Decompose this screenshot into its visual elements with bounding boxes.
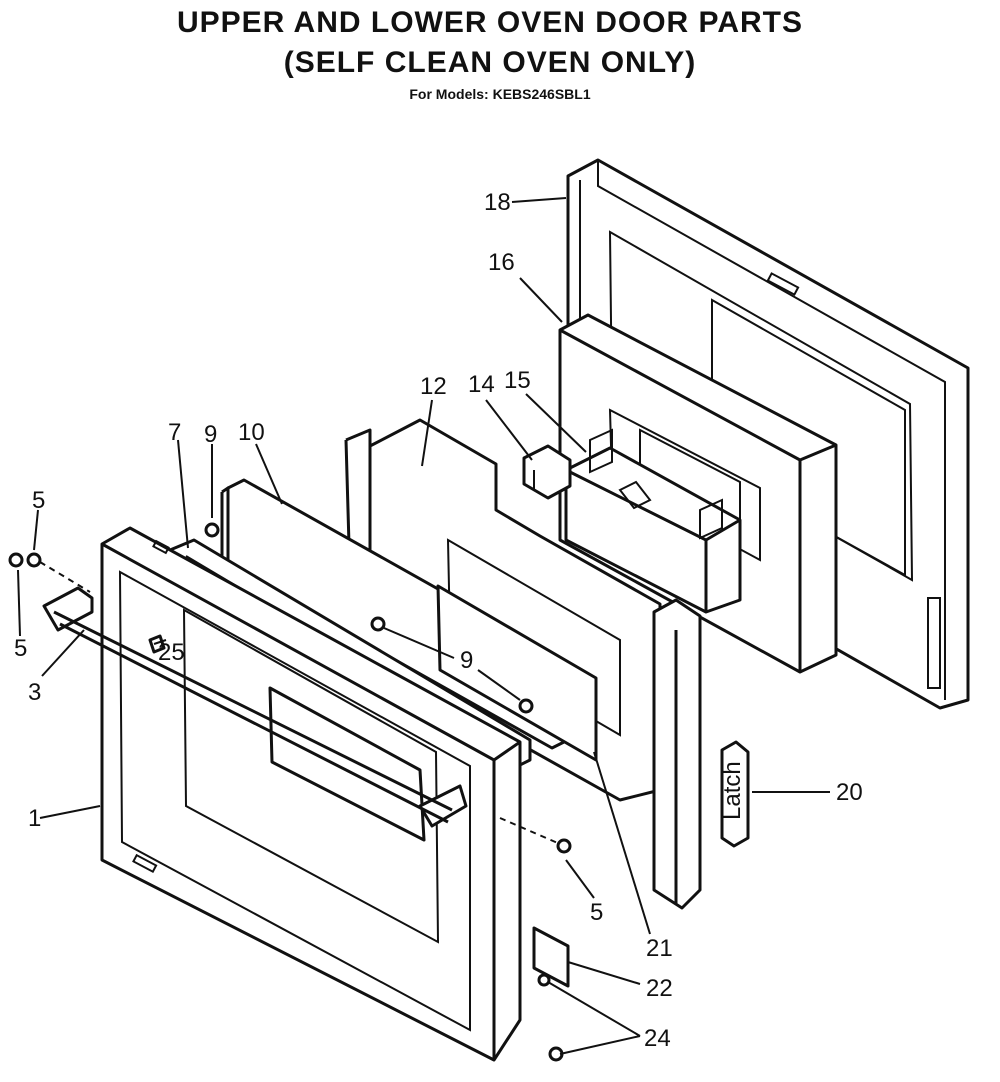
callout-5-top-left: 5 xyxy=(32,487,45,514)
part-15-vent-block xyxy=(564,428,742,614)
part-20-marking: Latch xyxy=(719,761,746,820)
callout-9-top: 9 xyxy=(204,421,217,448)
model-number: For Models: KEBS246SBL1 xyxy=(409,86,591,102)
part-21-side-trim xyxy=(652,598,702,910)
callout-16: 16 xyxy=(488,249,515,276)
diagram-title: UPPER AND LOWER OVEN DOOR PARTS xyxy=(176,6,804,39)
callout-14: 14 xyxy=(468,371,495,398)
callout-3: 3 xyxy=(28,679,41,706)
callout-20: 20 xyxy=(836,779,863,806)
part-1-door-frame xyxy=(100,526,522,1062)
callout-12: 12 xyxy=(420,373,447,400)
callout-5-bottom: 5 xyxy=(590,899,603,926)
callout-10: 10 xyxy=(238,419,265,446)
callout-25: 25 xyxy=(158,639,185,666)
part-3-handle xyxy=(42,586,468,828)
callout-18: 18 xyxy=(484,189,511,216)
callout-22: 22 xyxy=(646,975,673,1002)
diagram-subtitle: (SELF CLEAN OVEN ONLY) xyxy=(283,46,697,79)
callout-labels: 18 16 12 14 15 7 9 10 5 5 3 25 9 1 20 5 … xyxy=(14,189,863,1052)
callout-15: 15 xyxy=(504,367,531,394)
part-10-inner-panel xyxy=(220,478,598,762)
callout-7: 7 xyxy=(168,419,181,446)
part-20-latch: Latch xyxy=(719,740,750,848)
callout-24: 24 xyxy=(644,1025,671,1052)
callout-21: 21 xyxy=(646,935,673,962)
callout-5-left: 5 xyxy=(14,635,27,662)
part-14-bracket xyxy=(522,444,572,500)
part-22-hinge xyxy=(532,926,570,988)
callout-9-middle: 9 xyxy=(460,647,473,674)
callout-1: 1 xyxy=(28,805,41,832)
leader-lines xyxy=(17,197,830,1055)
